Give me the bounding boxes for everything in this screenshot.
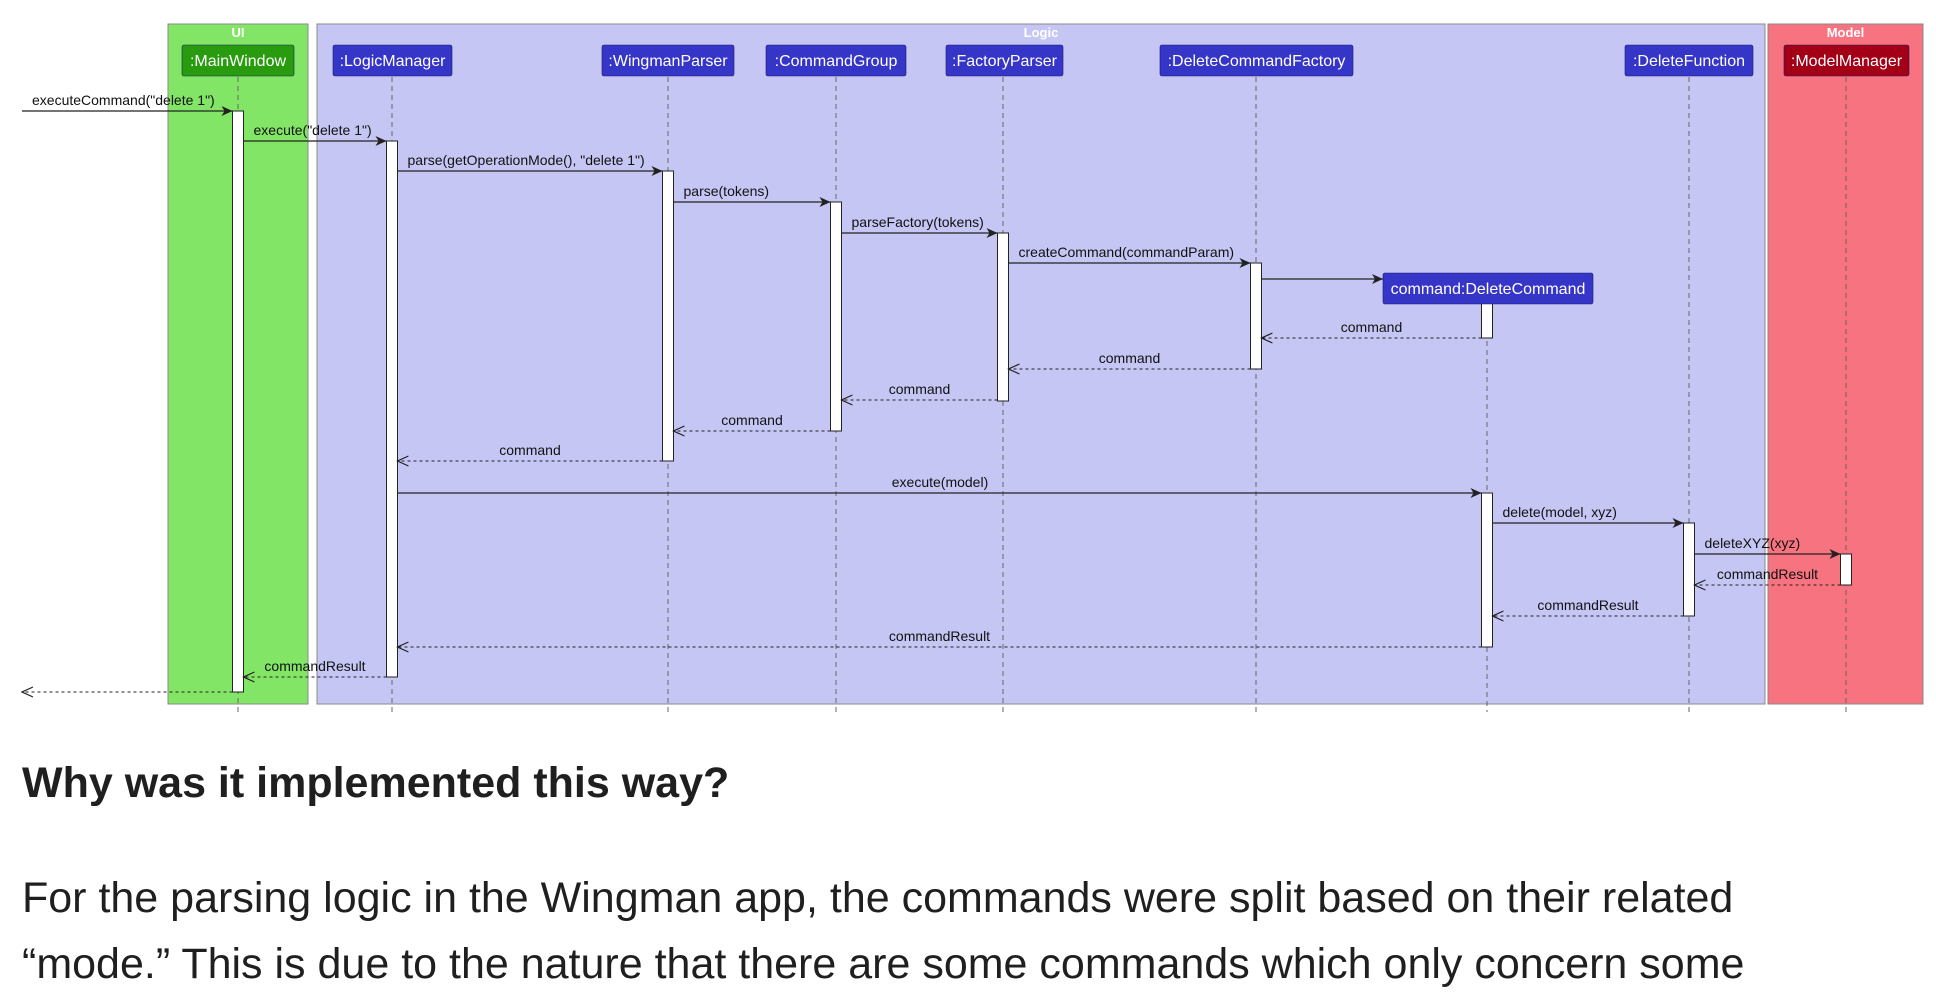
participant-label: :LogicManager: [340, 53, 447, 70]
participant-commandgroup: [765, 44, 907, 77]
sequence-diagram: UI Logic Model :MainWindow :LogicManager :Win…: [0, 23, 1924, 712]
message-label: delete(model, xyz): [1503, 504, 1617, 520]
message-label: parse(tokens): [684, 183, 770, 199]
participant-label: :DeleteCommandFactory: [1168, 53, 1346, 70]
participant-factoryparser: [945, 44, 1064, 77]
group-title-ui: UI: [232, 25, 245, 40]
message-label: command: [889, 381, 950, 397]
activation-bar: [1481, 492, 1493, 648]
participant-deletecommand: [1382, 272, 1594, 305]
activation-bar: [830, 201, 842, 432]
participant-label: :CommandGroup: [775, 53, 898, 70]
message-label: command: [1341, 319, 1402, 335]
activation-bar: [386, 140, 398, 678]
message-label: parseFactory(tokens): [852, 214, 984, 230]
activation-bar: [1683, 522, 1695, 617]
activation-bar: [232, 110, 244, 693]
section-paragraph: For the parsing logic in the Wingman app…: [22, 865, 1922, 997]
participant-deletefunction: [1624, 44, 1754, 77]
activation-bar: [1840, 553, 1852, 586]
participant-label: :WingmanParser: [608, 53, 728, 70]
message-label: commandResult: [1717, 566, 1818, 582]
activation-bar: [662, 170, 674, 462]
message-label: command: [499, 442, 560, 458]
participant-modelmanager: [1783, 44, 1910, 77]
group-title-model: Model: [1827, 25, 1865, 40]
message-label: deleteXYZ(xyz): [1705, 535, 1801, 551]
participant-label: :ModelManager: [1791, 53, 1903, 70]
participant-deletecommandfactory: [1159, 44, 1354, 77]
message-label: command: [721, 412, 782, 428]
participant-label: :MainWindow: [190, 53, 286, 70]
message-label: commandResult: [889, 628, 990, 644]
paragraph-line: For the parsing logic in the Wingman app…: [22, 874, 1734, 922]
participant-label: :FactoryParser: [952, 53, 1058, 70]
activation-bar: [1250, 262, 1262, 370]
message-label: parse(getOperationMode(), "delete 1"): [408, 152, 645, 168]
participant-label: :DeleteFunction: [1633, 53, 1745, 70]
section-heading: Why was it implemented this way?: [22, 759, 730, 807]
participant-label: command:DeleteCommand: [1391, 281, 1586, 298]
group-title-logic: Logic: [1024, 25, 1059, 40]
participant-wingmanparser: [601, 44, 735, 77]
message-label: commandResult: [264, 658, 365, 674]
group-logic: [316, 23, 1766, 705]
message-label: execute(model): [892, 474, 989, 490]
message-label: command: [1099, 350, 1160, 366]
message-label: execute("delete 1"): [254, 122, 372, 138]
participant-mainwindow: [181, 44, 295, 77]
paragraph-line: “mode.” This is due to the nature that t…: [22, 940, 1745, 988]
activation-bar: [997, 232, 1009, 402]
message-label: commandResult: [1537, 597, 1638, 613]
message-label: executeCommand("delete 1"): [32, 92, 215, 108]
message-label: createCommand(commandParam): [1019, 244, 1235, 260]
group-model: [1767, 23, 1924, 705]
participant-logicmanager: [332, 44, 453, 77]
